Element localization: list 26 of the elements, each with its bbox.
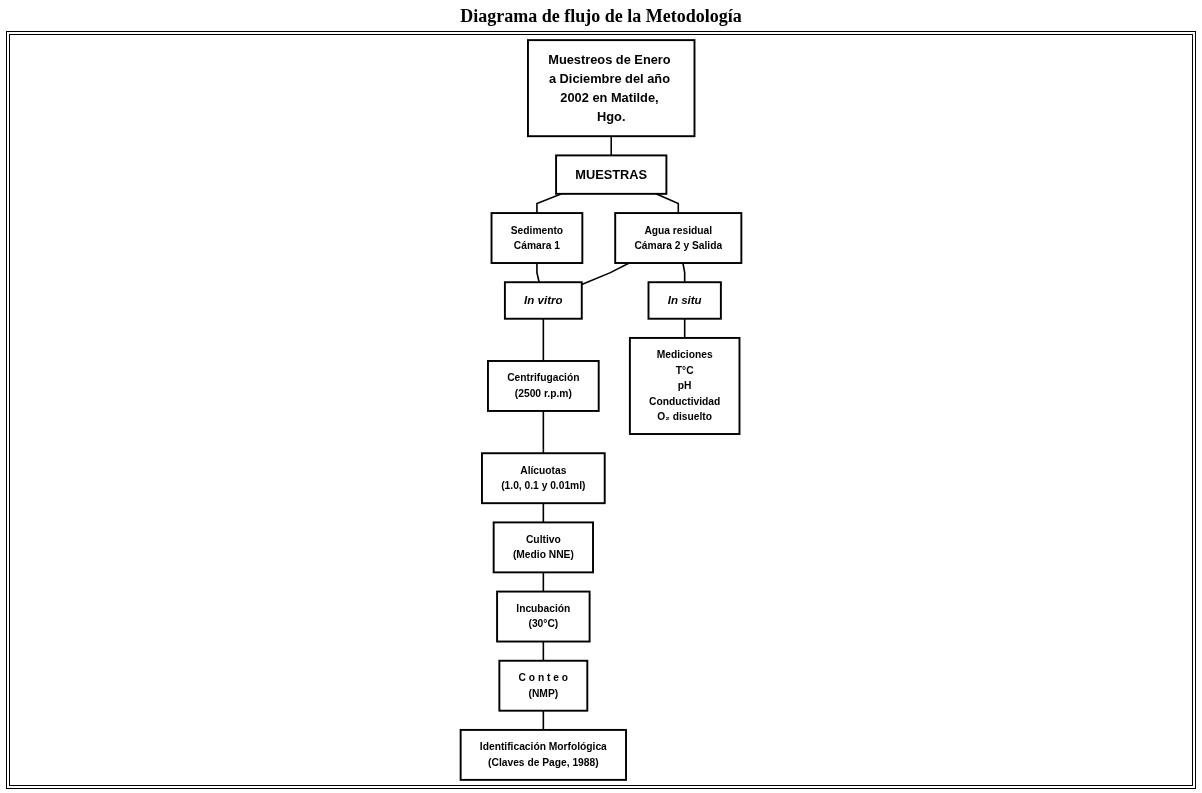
node-box: Alícuotas (1.0, 0.1 y 0.01ml) [481,452,606,505]
diagram-title: Diagrama de flujo de la Metodología [460,6,742,27]
connector [536,193,563,214]
node-box: MUESTRAS [555,154,668,195]
node-box: Centrifugación (2500 r.p.m) [487,360,600,412]
node-box: In situ [647,281,722,320]
connector [542,571,545,593]
connector [542,709,545,731]
node-box: Muestreos de Enero a Diciembre del año 2002 en Matilde, Hgo. [527,39,696,138]
node-box: Sedimento Cámara 1 [490,212,584,264]
connector [542,317,545,362]
connector [542,502,545,524]
node-box: Mediciones T°C pH Conductividad O₂ disuelto [628,337,741,435]
connector [542,640,545,662]
node-box: Incubación (30°C) [496,590,591,643]
connector [655,193,680,214]
node-box: Agua residual Cámara 2 y Salida [614,212,743,264]
connector [542,410,545,455]
node-box: In vitro [503,281,583,320]
connector [536,262,540,284]
connector [683,317,686,339]
node-box: Identificación Morfológica (Claves de Page, 1988) [459,728,627,781]
connector [610,135,613,157]
node-box: C o n t e o (NMP) [498,659,589,712]
node-box: Cultivo (Medio NNE) [492,521,594,574]
connector [682,262,686,284]
